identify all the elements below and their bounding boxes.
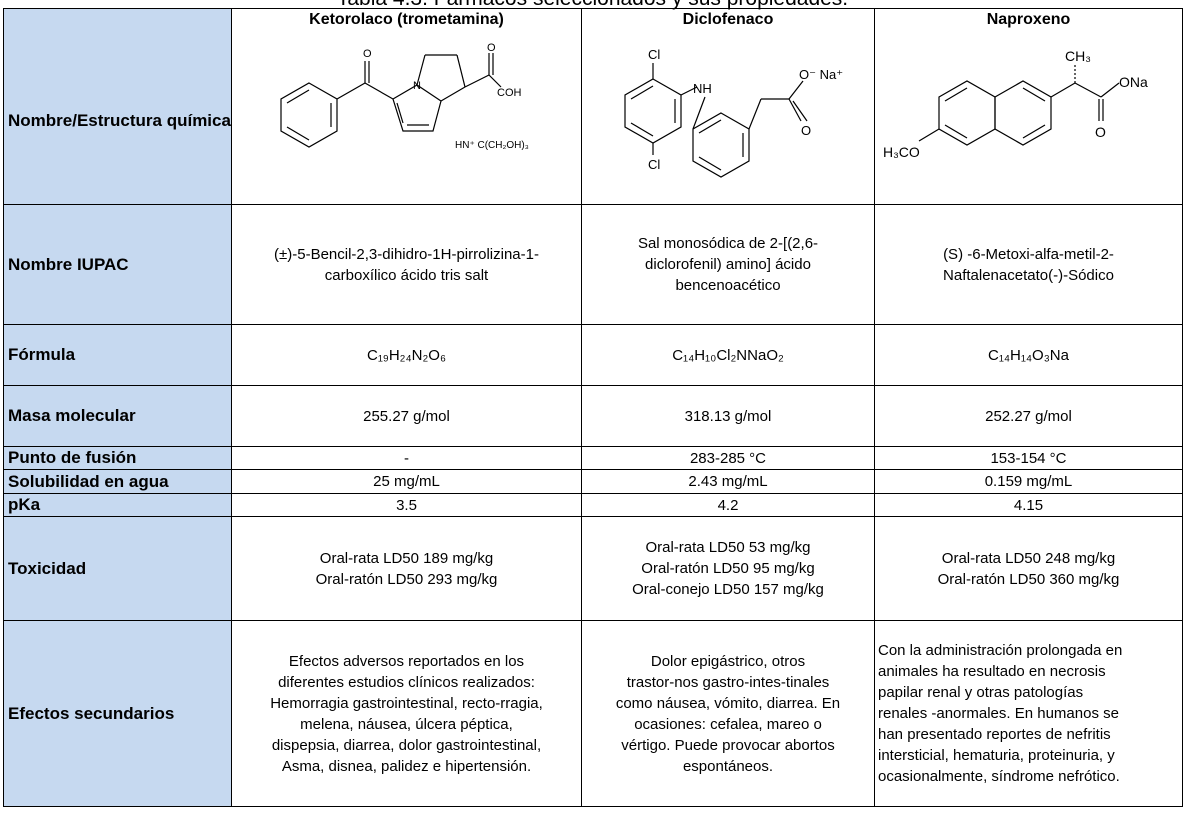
column-header-naproxen: Naproxeno bbox=[874, 8, 1183, 38]
masa-ketorolac: 255.27 g/mol bbox=[231, 385, 582, 447]
row-label-masa: Masa molecular bbox=[3, 385, 232, 447]
ketorolac-o2-label: O bbox=[487, 42, 496, 54]
drug-properties-table: Ketorolaco (trometamina) Diclofenaco Nap… bbox=[3, 8, 1183, 807]
iupac-ketorolac: (±)-5-Bencil-2,3-dihidro-1H-pirrolizina-… bbox=[231, 204, 582, 325]
table-row-formula: Fórmula C₁₉H₂₄N₂O₆ C₁₄H₁₀Cl₂NNaO₂ C₁₄H₁₄… bbox=[3, 324, 1183, 386]
formula-naproxen: C₁₄H₁₄O₃Na bbox=[874, 324, 1183, 386]
ketorolac-o1-label: O bbox=[363, 48, 372, 60]
naproxen-ona-label: ONa bbox=[1119, 74, 1148, 90]
diclofenac-ominus-label: O⁻ Na⁺ bbox=[799, 67, 843, 82]
masa-diclofenac: 318.13 g/mol bbox=[581, 385, 875, 447]
table-row-iupac: Nombre IUPAC (±)-5-Bencil-2,3-dihidro-1H… bbox=[3, 204, 1183, 325]
row-label-formula: Fórmula bbox=[3, 324, 232, 386]
fusion-diclofenac: 283-285 °C bbox=[581, 446, 875, 470]
ketorolac-salt-label: HN⁺ C(CH₂OH)₃ bbox=[455, 140, 529, 151]
row-label-estructura: Nombre/Estructura química bbox=[3, 38, 232, 205]
diclofenac-cl2-label: Cl bbox=[648, 157, 660, 172]
table-caption: Tabla 4.3. Fármacos seleccionados y sus … bbox=[0, 0, 1185, 11]
iupac-diclofenac: Sal monosódica de 2-[(2,6-diclorofenil) … bbox=[581, 204, 875, 325]
ketorolac-structure-image: O N O COH HN⁺ C(CH₂OH)₃ bbox=[279, 42, 529, 151]
solubilidad-ketorolac: 25 mg/mL bbox=[231, 469, 582, 494]
table-row-masa: Masa molecular 255.27 g/mol 318.13 g/mol… bbox=[3, 385, 1183, 447]
diclofenac-o-label: O bbox=[801, 123, 811, 138]
row-label-efectos: Efectos secundarios bbox=[3, 620, 232, 807]
table-row-efectos: Efectos secundarios Efectos adversos rep… bbox=[3, 620, 1183, 807]
table-row-estructura: Nombre/Estructura química bbox=[3, 38, 1183, 205]
formula-diclofenac: C₁₄H₁₀Cl₂NNaO₂ bbox=[581, 324, 875, 386]
pka-naproxen: 4.15 bbox=[874, 493, 1183, 517]
diclofenac-structure-image: Cl Cl NH O⁻ Na⁺ O bbox=[624, 47, 843, 178]
ketorolac-cooh-label: COH bbox=[497, 87, 522, 99]
solubilidad-diclofenac: 2.43 mg/mL bbox=[581, 469, 875, 494]
row-label-solubilidad: Solubilidad en agua bbox=[3, 469, 232, 494]
header-corner bbox=[3, 8, 232, 38]
naproxen-o-label: O bbox=[1095, 124, 1106, 140]
naproxen-h3co-label: H₃CO bbox=[883, 144, 920, 160]
fusion-naproxen: 153-154 °C bbox=[874, 446, 1183, 470]
naproxen-structure-image: CH₃ ONa O H₃CO bbox=[883, 48, 1148, 160]
row-label-fusion: Punto de fusión bbox=[3, 446, 232, 470]
table-row-pka: pKa 3.5 4.2 4.15 bbox=[3, 493, 1183, 517]
diclofenac-nh-label: NH bbox=[693, 81, 712, 96]
iupac-naproxen: (S) -6-Metoxi-alfa-metil-2-Naftalenaceta… bbox=[874, 204, 1183, 325]
table-row-fusion: Punto de fusión - 283-285 °C 153-154 °C bbox=[3, 446, 1183, 470]
ketorolac-structure: O N O COH HN⁺ C(CH₂OH)₃ bbox=[231, 38, 582, 205]
naproxen-structure: CH₃ ONa O H₃CO bbox=[874, 38, 1183, 205]
column-header-diclofenac: Diclofenaco bbox=[581, 8, 875, 38]
table-row-solubilidad: Solubilidad en agua 25 mg/mL 2.43 mg/mL … bbox=[3, 469, 1183, 494]
diclofenac-cl1-label: Cl bbox=[648, 47, 660, 62]
formula-ketorolac: C₁₉H₂₄N₂O₆ bbox=[231, 324, 582, 386]
naproxen-ch3-label: CH₃ bbox=[1065, 48, 1091, 64]
pka-ketorolac: 3.5 bbox=[231, 493, 582, 517]
row-label-pka: pKa bbox=[3, 493, 232, 517]
row-label-toxicidad: Toxicidad bbox=[3, 516, 232, 621]
pka-diclofenac: 4.2 bbox=[581, 493, 875, 517]
fusion-ketorolac: - bbox=[231, 446, 582, 470]
row-label-iupac: Nombre IUPAC bbox=[3, 204, 232, 325]
ketorolac-n-label: N bbox=[413, 80, 421, 92]
diclofenac-structure: Cl Cl NH O⁻ Na⁺ O bbox=[581, 38, 875, 205]
solubilidad-naproxen: 0.159 mg/mL bbox=[874, 469, 1183, 494]
masa-naproxen: 252.27 g/mol bbox=[874, 385, 1183, 447]
column-header-ketorolac: Ketorolaco (trometamina) bbox=[231, 8, 582, 38]
